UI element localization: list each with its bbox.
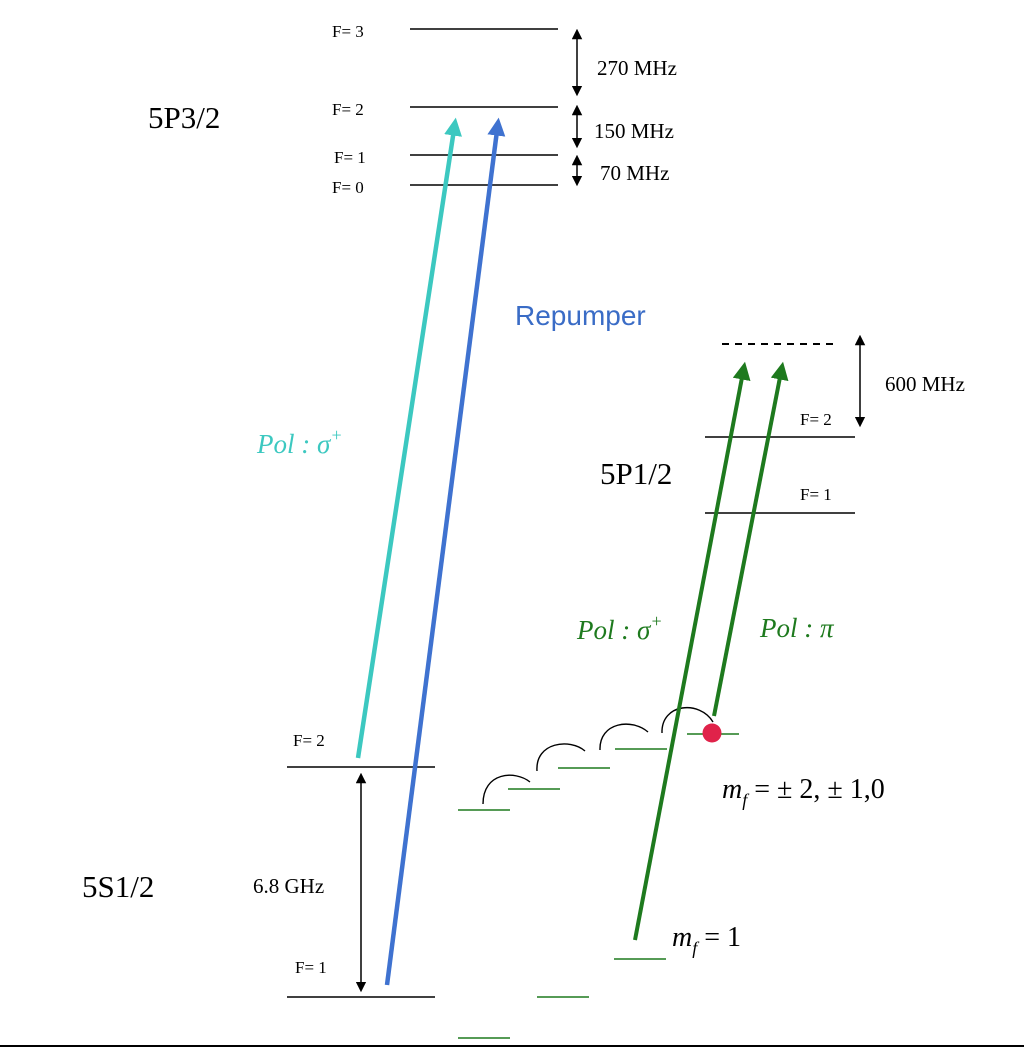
atom-population-dot [702,723,722,743]
pi-transition-arrow [712,361,789,717]
label-p32-f0: F= 0 [332,178,364,197]
repumper-transition-arrow [384,117,506,986]
state-label-5p12: 5P1/2 [600,456,672,491]
pol-label-pi: Pol : π [759,613,835,643]
label-p32-f1: F= 1 [334,148,366,167]
sigma-plus-transition-arrow [633,361,751,941]
pol-label-cooling-sigma-plus: Pol : σ+ [256,425,342,459]
svg-text:Pol : σ+: Pol : σ+ [256,425,342,459]
label-p32-f2: F= 2 [332,100,364,119]
cooling-transition-arrow [355,117,462,759]
pumping-arc [599,723,649,751]
state-label-5s12: 5S1/2 [82,869,154,904]
pol-label-green-sigma-plus: Pol : σ+ [576,611,662,645]
label-p32-f3: F= 3 [332,22,364,41]
pumping-arc [482,774,531,805]
label-s12-f2: F= 2 [293,731,325,750]
state-label-5p32: 5P3/2 [148,100,220,135]
pumping-arc [536,743,586,772]
splitting-70: 70 MHz [600,161,669,185]
label-p12-f2: F= 2 [800,410,832,429]
optical-pumping-arcs [482,707,714,805]
mf-label-lower: mf = 1 [672,922,741,958]
label-s12-f1: F= 1 [295,958,327,977]
splitting-150: 150 MHz [594,119,674,143]
pumping-arc [661,707,714,734]
label-p12-f1: F= 1 [800,485,832,504]
mf-label-upper: mf = ± 2, ± 1,0 [722,774,885,810]
repumper-label: Repumper [515,300,646,331]
detuning-label: 600 MHz [885,372,965,396]
svg-text:mf = 1: mf = 1 [672,922,741,958]
svg-text:Pol : σ+: Pol : σ+ [576,611,662,645]
zeeman-sublevels [458,733,739,1039]
svg-text:mf = ± 2, ± 1,0: mf = ± 2, ± 1,0 [722,774,885,810]
ground-splitting-label: 6.8 GHz [253,874,324,898]
splitting-270: 270 MHz [597,56,677,80]
